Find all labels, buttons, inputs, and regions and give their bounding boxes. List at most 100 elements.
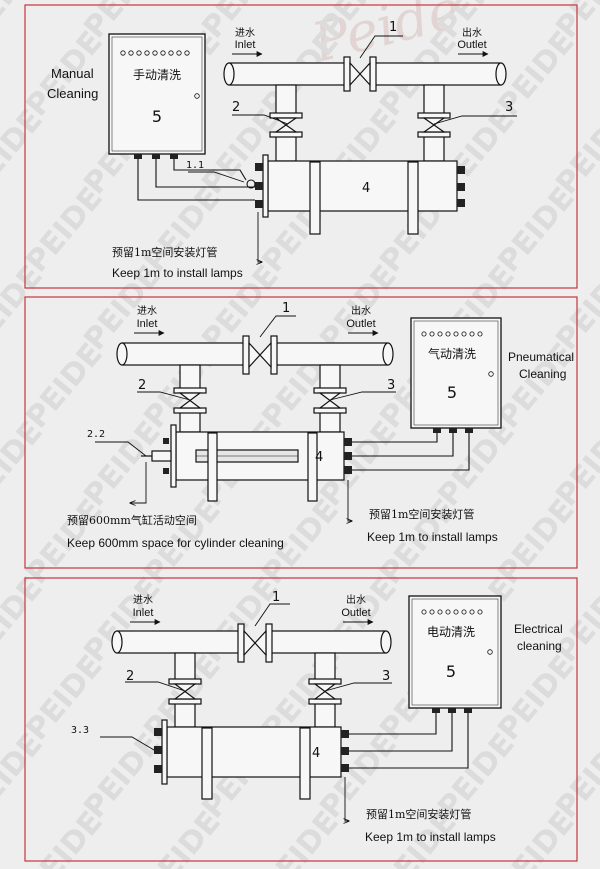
label-part-2: 2 <box>126 669 134 684</box>
label-part-4: 4 <box>362 181 370 196</box>
control-box: 气动清洗 5 <box>410 317 502 433</box>
control-box: 电动清洗 5 <box>408 595 502 713</box>
outlet-label: 出水 Outlet <box>346 304 379 336</box>
label-sub-part: 2.2 <box>87 429 105 440</box>
svg-text:进水: 进水 <box>133 594 153 606</box>
svg-text:进水: 进水 <box>137 305 157 317</box>
control-box-title: 手动清洗 <box>133 68 181 82</box>
control-cables <box>352 433 470 471</box>
mode-label-line-1: Pneumatical <box>508 350 574 364</box>
main-valve <box>237 623 273 663</box>
label-part-3: 3 <box>505 100 513 115</box>
inlet-label: 进水 Inlet <box>130 594 161 625</box>
water-pipeline <box>116 342 394 433</box>
svg-text:出水: 出水 <box>346 593 366 606</box>
svg-text:出水: 出水 <box>351 304 371 317</box>
inlet-valve <box>168 678 202 705</box>
lamp-space-note-en: Keep 1m to install lamps <box>112 266 243 280</box>
indicator-lights <box>421 609 483 615</box>
cylinder-space-note-en: Keep 600mm space for cylinder cleaning <box>67 536 284 550</box>
lamp-space-note-en: Keep 1m to install lamps <box>367 530 498 544</box>
outlet-label: 出水 Outlet <box>457 26 489 57</box>
panel-electrical-cleaning: Electrical cleaning 电动清洗 5 <box>24 577 578 862</box>
part-callouts <box>100 603 392 751</box>
label-part-4: 4 <box>315 450 323 465</box>
label-part-1: 1 <box>282 301 290 316</box>
cable-glands <box>432 708 472 713</box>
control-box-number: 5 <box>446 662 456 681</box>
control-box-title: 电动清洗 <box>427 625 475 639</box>
panel-pneumatic-cleaning: Pneumatical Cleaning 气动清洗 5 <box>24 296 578 569</box>
mode-label-line-1: Manual <box>51 66 94 81</box>
water-pipeline <box>223 62 507 162</box>
uv-reactor <box>154 719 349 800</box>
outlet-label: 出水 Outlet <box>341 593 374 625</box>
label-part-2: 2 <box>138 378 146 393</box>
mode-label-line-2: Cleaning <box>519 367 566 381</box>
control-box: 手动清洗 5 <box>108 33 206 159</box>
control-box-number: 5 <box>152 107 162 126</box>
panel-manual-cleaning: Manual Cleaning 手动清洗 5 <box>24 4 578 289</box>
svg-text:Outlet: Outlet <box>341 607 370 619</box>
label-part-2: 2 <box>232 100 240 115</box>
part-callouts <box>188 35 517 183</box>
svg-text:Outlet: Outlet <box>346 318 375 330</box>
part-callouts <box>95 315 396 457</box>
svg-text:出水: 出水 <box>462 26 482 39</box>
uv-reactor <box>141 424 352 502</box>
inlet-label: 进水 Inlet <box>232 27 263 57</box>
control-cables <box>349 713 469 769</box>
main-valve <box>242 335 278 375</box>
lamp-space-note-cn: 预留1m空间安装灯管 <box>112 245 217 259</box>
lamp-connectors <box>344 438 352 474</box>
lamp-connectors <box>154 728 349 773</box>
mode-label-line-2: cleaning <box>517 639 562 653</box>
svg-text:进水: 进水 <box>235 27 255 39</box>
control-cables <box>137 159 256 201</box>
svg-text:Inlet: Inlet <box>235 39 256 51</box>
label-part-3: 3 <box>387 378 395 393</box>
inlet-label: 进水 Inlet <box>134 305 165 336</box>
lock-knob <box>194 93 200 99</box>
cable-glands <box>134 154 178 159</box>
air-cylinder <box>141 438 172 474</box>
lamp-space-leader <box>258 212 262 262</box>
mode-label-line-1: Electrical <box>514 622 563 636</box>
uv-reactor <box>255 154 465 235</box>
outlet-valve <box>417 112 451 138</box>
lamp-space-note-en: Keep 1m to install lamps <box>365 830 496 844</box>
control-box-number: 5 <box>447 383 457 402</box>
mode-label-line-2: Cleaning <box>47 86 98 101</box>
reactor-body <box>267 160 458 212</box>
lock-knob <box>487 649 493 655</box>
label-sub-part: 3.3 <box>71 725 89 736</box>
outlet-valve <box>313 387 347 414</box>
reactor-flange <box>262 154 269 218</box>
label-part-4: 4 <box>312 746 320 761</box>
lamp-space-leader <box>348 480 352 521</box>
lamp-connectors <box>255 163 465 208</box>
panel-border <box>24 577 578 862</box>
lamp-space-note-cn: 预留1m空间安装灯管 <box>369 507 474 521</box>
lamp-space-leader <box>345 777 349 821</box>
reactor-flange <box>170 424 177 488</box>
svg-text:Outlet: Outlet <box>457 39 486 51</box>
label-part-3: 3 <box>382 669 390 684</box>
cable-glands <box>433 428 473 433</box>
control-box-title: 气动清洗 <box>428 346 476 361</box>
indicator-lights <box>120 50 190 56</box>
cylinder-space-leader <box>130 462 147 503</box>
lamp-space-note-cn: 预留1m空间安装灯管 <box>366 807 471 821</box>
lock-knob <box>488 371 494 377</box>
panel-border <box>24 296 578 569</box>
svg-text:Inlet: Inlet <box>133 607 154 619</box>
cylinder-space-note-cn: 预留600mm气缸活动空间 <box>67 513 197 527</box>
label-part-1: 1 <box>272 590 280 605</box>
reactor-flange <box>161 719 168 785</box>
svg-text:Inlet: Inlet <box>137 318 158 330</box>
panel-border <box>24 4 578 289</box>
inlet-valve <box>269 112 303 138</box>
outlet-valve <box>308 678 342 705</box>
label-sub-part: 1.1 <box>186 160 204 171</box>
